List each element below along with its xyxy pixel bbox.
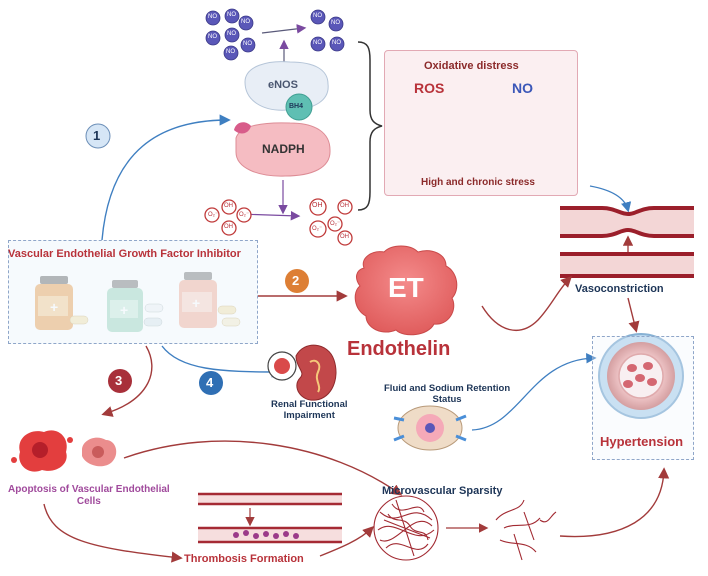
renal-impairment-line-2: Impairment bbox=[283, 410, 335, 421]
sparse-microvascular-network bbox=[495, 499, 557, 561]
no-molecule-label: NO bbox=[313, 40, 322, 46]
thrombosis-vessels bbox=[198, 492, 342, 544]
bh4-cofactor-shape bbox=[285, 93, 313, 121]
oh-molecule-label: OH bbox=[340, 203, 349, 209]
apoptosis-line-2: Cells bbox=[76, 496, 101, 507]
oh-molecule-label: OH bbox=[340, 234, 349, 240]
no-molecule-label: NO bbox=[332, 40, 341, 46]
vasoconstriction-label: Vasoconstriction bbox=[575, 283, 664, 295]
hypertension-box bbox=[592, 336, 694, 460]
step-4-label: 4 bbox=[206, 375, 214, 390]
vasoconstriction-to-hypertension-arrow bbox=[627, 297, 640, 333]
oh-molecule-label: OH bbox=[312, 202, 323, 209]
hypertension-label: Hypertension bbox=[600, 434, 684, 449]
nadph-tag-shape bbox=[234, 122, 251, 134]
no-label: NO bbox=[512, 80, 533, 96]
path-4-arrow bbox=[161, 345, 283, 378]
fluid-retention-line-2: Status bbox=[432, 394, 462, 405]
no-molecule-label: NO bbox=[227, 12, 236, 18]
thrombosis-label: Thrombosis Formation bbox=[184, 553, 304, 565]
chronic-stress-label: High and chronic stress bbox=[421, 177, 535, 188]
no-molecules-cluster-left bbox=[205, 8, 256, 61]
inhibitor-title: Vascular Endothelial Growth Factor Inhib… bbox=[8, 248, 241, 260]
step-1-label: 1 bbox=[93, 128, 101, 143]
step-2-badge bbox=[285, 269, 309, 293]
apoptosis-to-microvascular-arrow bbox=[123, 440, 403, 496]
kidney-illustration bbox=[267, 344, 337, 401]
apoptosis-label: Apoptosis of Vascular Endothelial Cells bbox=[8, 484, 170, 508]
step-3-label: 3 bbox=[115, 373, 123, 388]
no-transfer-arrow bbox=[261, 24, 307, 34]
path-1-arrow bbox=[101, 114, 231, 241]
normal-vessel bbox=[560, 252, 694, 278]
ros-cluster-left bbox=[204, 199, 252, 236]
stress-to-vessel-arrow bbox=[589, 185, 632, 213]
no-molecule-label: NO bbox=[208, 14, 217, 20]
et-to-vasoconstriction-arrow bbox=[481, 276, 572, 331]
step-1-badge bbox=[85, 123, 111, 149]
microvascular-to-hypertension-arrow bbox=[559, 467, 670, 538]
no-molecule-label: NO bbox=[313, 13, 322, 19]
endothelin-label: Endothelin bbox=[347, 338, 451, 360]
fluid-to-hypertension-arrow bbox=[471, 353, 597, 431]
apoptosis-to-thrombosis-arrow bbox=[43, 503, 183, 563]
no-molecule-label: NO bbox=[241, 19, 250, 25]
endothelin-blob bbox=[354, 245, 458, 336]
o2-molecule-label: O₂⁻ bbox=[239, 212, 250, 218]
hypertension-vessel-illustration bbox=[598, 333, 684, 419]
o2-molecule-label: O₂⁻ bbox=[330, 221, 341, 227]
enos-label: eNOS bbox=[268, 79, 298, 91]
endothelin-abbr: ET bbox=[388, 272, 424, 303]
no-molecules-cluster-right bbox=[310, 9, 345, 52]
no-molecule-label: NO bbox=[226, 49, 235, 55]
step-2-label: 2 bbox=[292, 273, 300, 288]
oh-molecule-label: OH bbox=[224, 203, 233, 209]
bh4-label: BH4 bbox=[289, 103, 304, 110]
microvascular-sparsity-label: Microvascular Sparsity bbox=[382, 485, 503, 497]
nadph-label: NADPH bbox=[262, 142, 305, 156]
step-3-badge bbox=[108, 369, 132, 393]
path-3-arrow bbox=[101, 345, 153, 417]
thrombosis-to-microvascular-arrow bbox=[319, 526, 374, 557]
ros-cluster-right bbox=[309, 198, 353, 246]
renal-impairment-line-1: Renal Functional bbox=[271, 399, 348, 410]
apoptosis-line-1: Apoptosis of Vascular Endothelial bbox=[8, 484, 170, 495]
dense-microvascular-network bbox=[373, 495, 439, 561]
step-4-badge bbox=[199, 371, 223, 395]
constricted-vessel bbox=[560, 206, 694, 238]
fluid-retention-illustration bbox=[393, 405, 467, 451]
oxidative-distress-box bbox=[384, 50, 578, 196]
fluid-retention-label: Fluid and Sodium Retention Status bbox=[384, 383, 510, 405]
oxidative-distress-title: Oxidative distress bbox=[424, 60, 519, 72]
renal-impairment-label: Renal Functional Impairment bbox=[271, 399, 348, 421]
grouping-brace bbox=[357, 41, 383, 211]
oh-molecule-label: OH bbox=[224, 224, 233, 230]
inhibitor-box bbox=[8, 240, 258, 344]
o2-molecule-label: O₂⁻ bbox=[312, 226, 323, 232]
o2-molecule-label: O₂⁻ bbox=[208, 212, 219, 218]
ros-label: ROS bbox=[414, 80, 445, 96]
no-molecule-label: NO bbox=[208, 34, 217, 40]
fluid-retention-line-1: Fluid and Sodium Retention bbox=[384, 383, 511, 394]
no-molecule-label: NO bbox=[331, 20, 340, 26]
nadph-enzyme-shape bbox=[235, 122, 331, 177]
no-molecule-label: NO bbox=[227, 31, 236, 37]
no-molecule-label: NO bbox=[243, 41, 252, 47]
apoptotic-cells-illustration bbox=[11, 430, 117, 472]
